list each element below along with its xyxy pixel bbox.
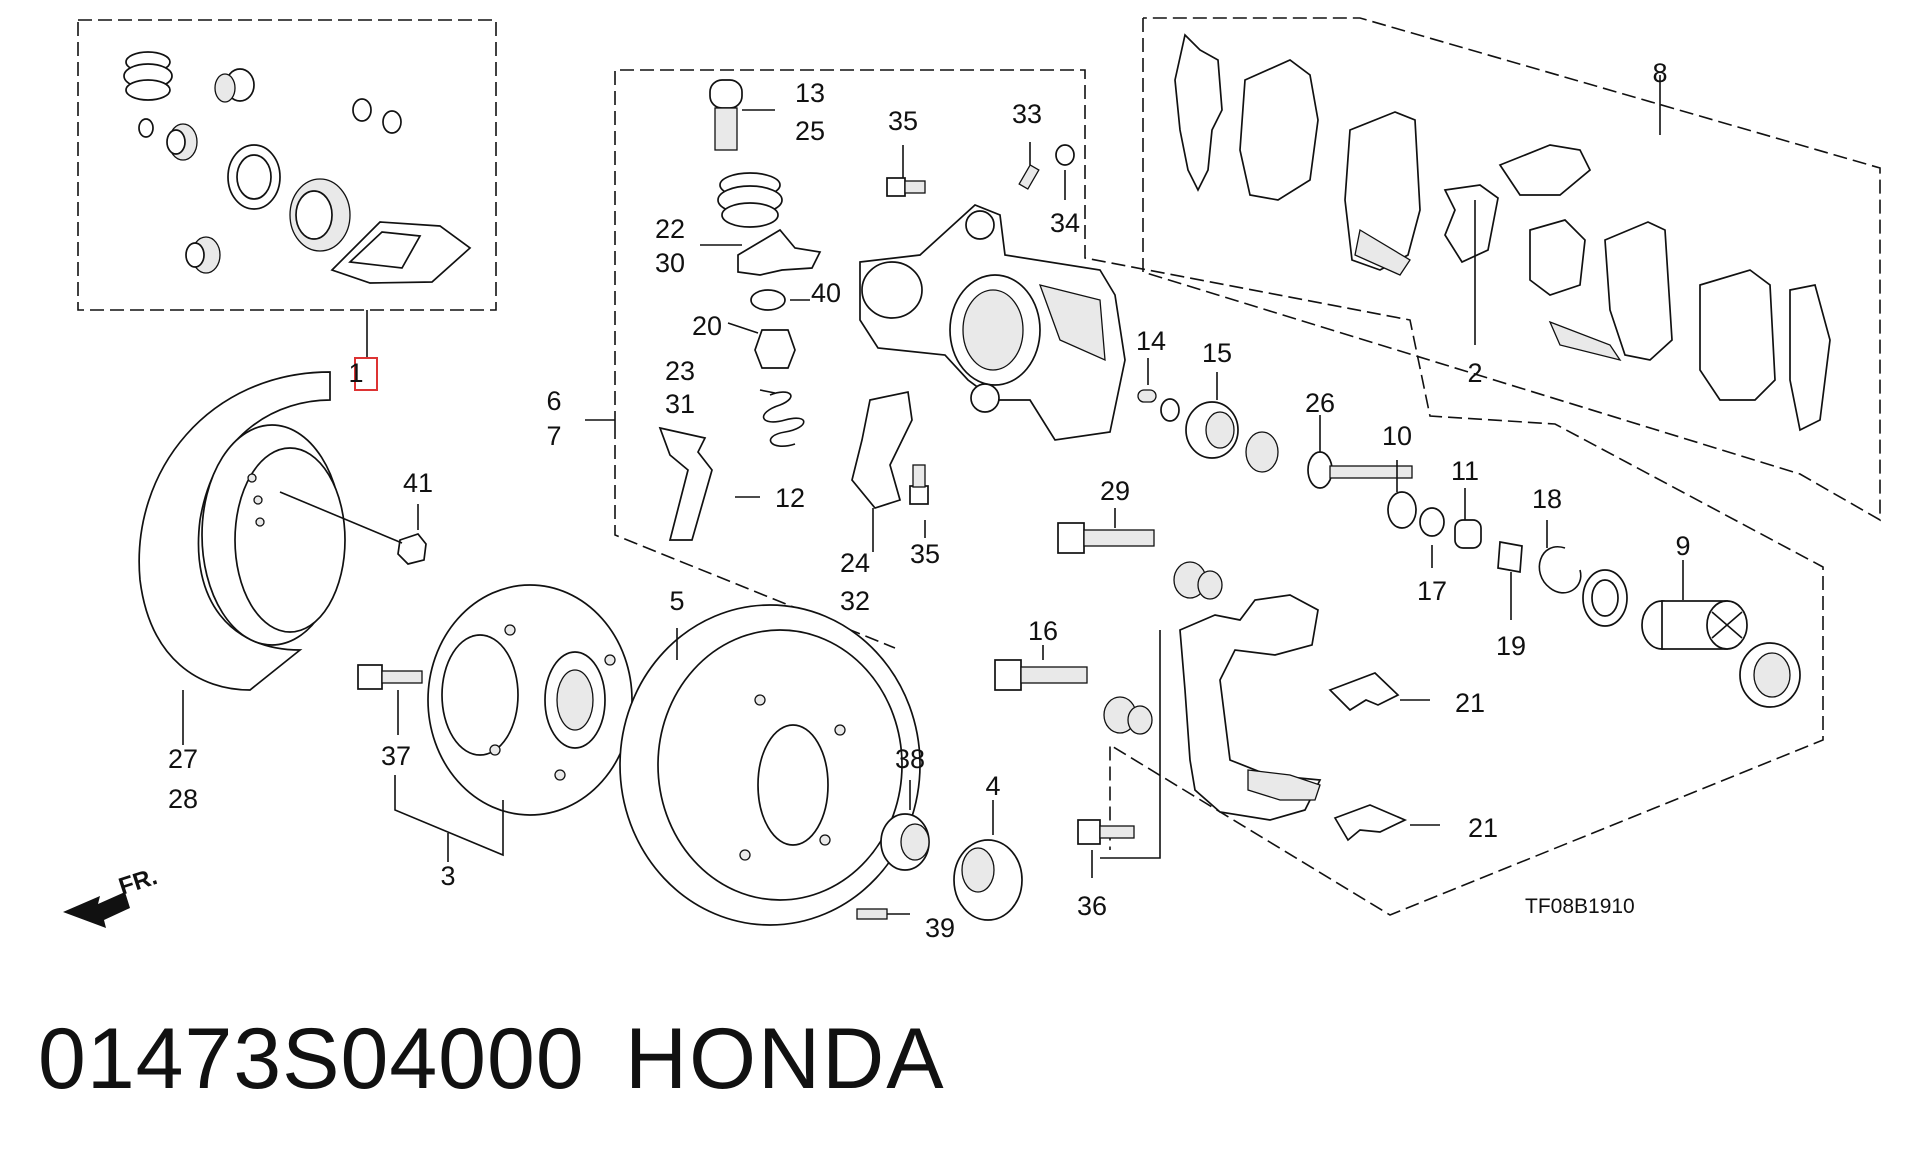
- callout-12: 12: [775, 483, 805, 513]
- callout-22: 22: [655, 214, 685, 244]
- callout-24: 24: [840, 548, 870, 578]
- callout-23: 23: [665, 356, 695, 386]
- callout-39: 39: [925, 913, 955, 943]
- callout-25: 25: [795, 116, 825, 146]
- callout-15: 15: [1202, 338, 1232, 368]
- callout-2: 2: [1467, 358, 1482, 388]
- brake-disc: [619, 604, 921, 926]
- callout-36: 36: [1077, 891, 1107, 921]
- callout-17: 17: [1417, 576, 1447, 606]
- callout-10: 10: [1382, 421, 1412, 451]
- callout-16: 16: [1028, 616, 1058, 646]
- callout-11: 11: [1451, 456, 1479, 486]
- callout-8: 8: [1652, 58, 1667, 88]
- front-arrow: FR.: [63, 863, 161, 928]
- callout-9: 9: [1675, 531, 1690, 561]
- bolts: [279, 142, 1155, 920]
- brake-pads: [1174, 33, 1831, 432]
- callout-4: 4: [985, 771, 1000, 801]
- caliper-bracket: [1100, 594, 1440, 859]
- seal-kit-group: [77, 19, 497, 391]
- brand-name: HONDA: [625, 1011, 946, 1107]
- front-marker-label: FR.: [116, 863, 161, 901]
- hub-bearing: [394, 584, 633, 862]
- part-number: 01473S04000: [38, 1011, 585, 1107]
- callout-21: 21: [1455, 688, 1485, 718]
- backing-plate: [138, 371, 346, 745]
- pads-box: [1142, 17, 1881, 522]
- callout-20: 20: [692, 311, 722, 341]
- hub-cap-and-nut: [880, 780, 1023, 921]
- callout-26: 26: [1305, 388, 1335, 418]
- caliper-small-parts: [658, 79, 1801, 735]
- callout-30: 30: [655, 248, 685, 278]
- callout-33: 33: [1012, 99, 1042, 129]
- callout-3: 3: [440, 861, 455, 891]
- callout-18: 18: [1532, 484, 1562, 514]
- callout-27: 27: [168, 744, 198, 774]
- callout-21: 21: [1468, 813, 1498, 843]
- callout-32: 32: [840, 586, 870, 616]
- callout-34: 34: [1050, 208, 1080, 238]
- callout-31: 31: [665, 389, 695, 419]
- drawing-code: TF08B1910: [1525, 895, 1635, 918]
- callout-1: 1: [348, 358, 363, 388]
- callout-35: 35: [888, 106, 918, 136]
- callout-37: 37: [381, 741, 411, 771]
- callout-7: 7: [546, 421, 561, 451]
- caliper-body: [859, 204, 1126, 441]
- callout-6: 6: [546, 386, 561, 416]
- callout-5: 5: [669, 586, 684, 616]
- callout-19: 19: [1496, 631, 1526, 661]
- callout-28: 28: [168, 784, 198, 814]
- callout-35: 35: [910, 539, 940, 569]
- callout-41: 41: [403, 468, 433, 498]
- callout-13: 13: [795, 78, 825, 108]
- callout-38: 38: [895, 744, 925, 774]
- callout-14: 14: [1136, 326, 1166, 356]
- callout-40: 40: [811, 278, 841, 308]
- callout-29: 29: [1100, 476, 1130, 506]
